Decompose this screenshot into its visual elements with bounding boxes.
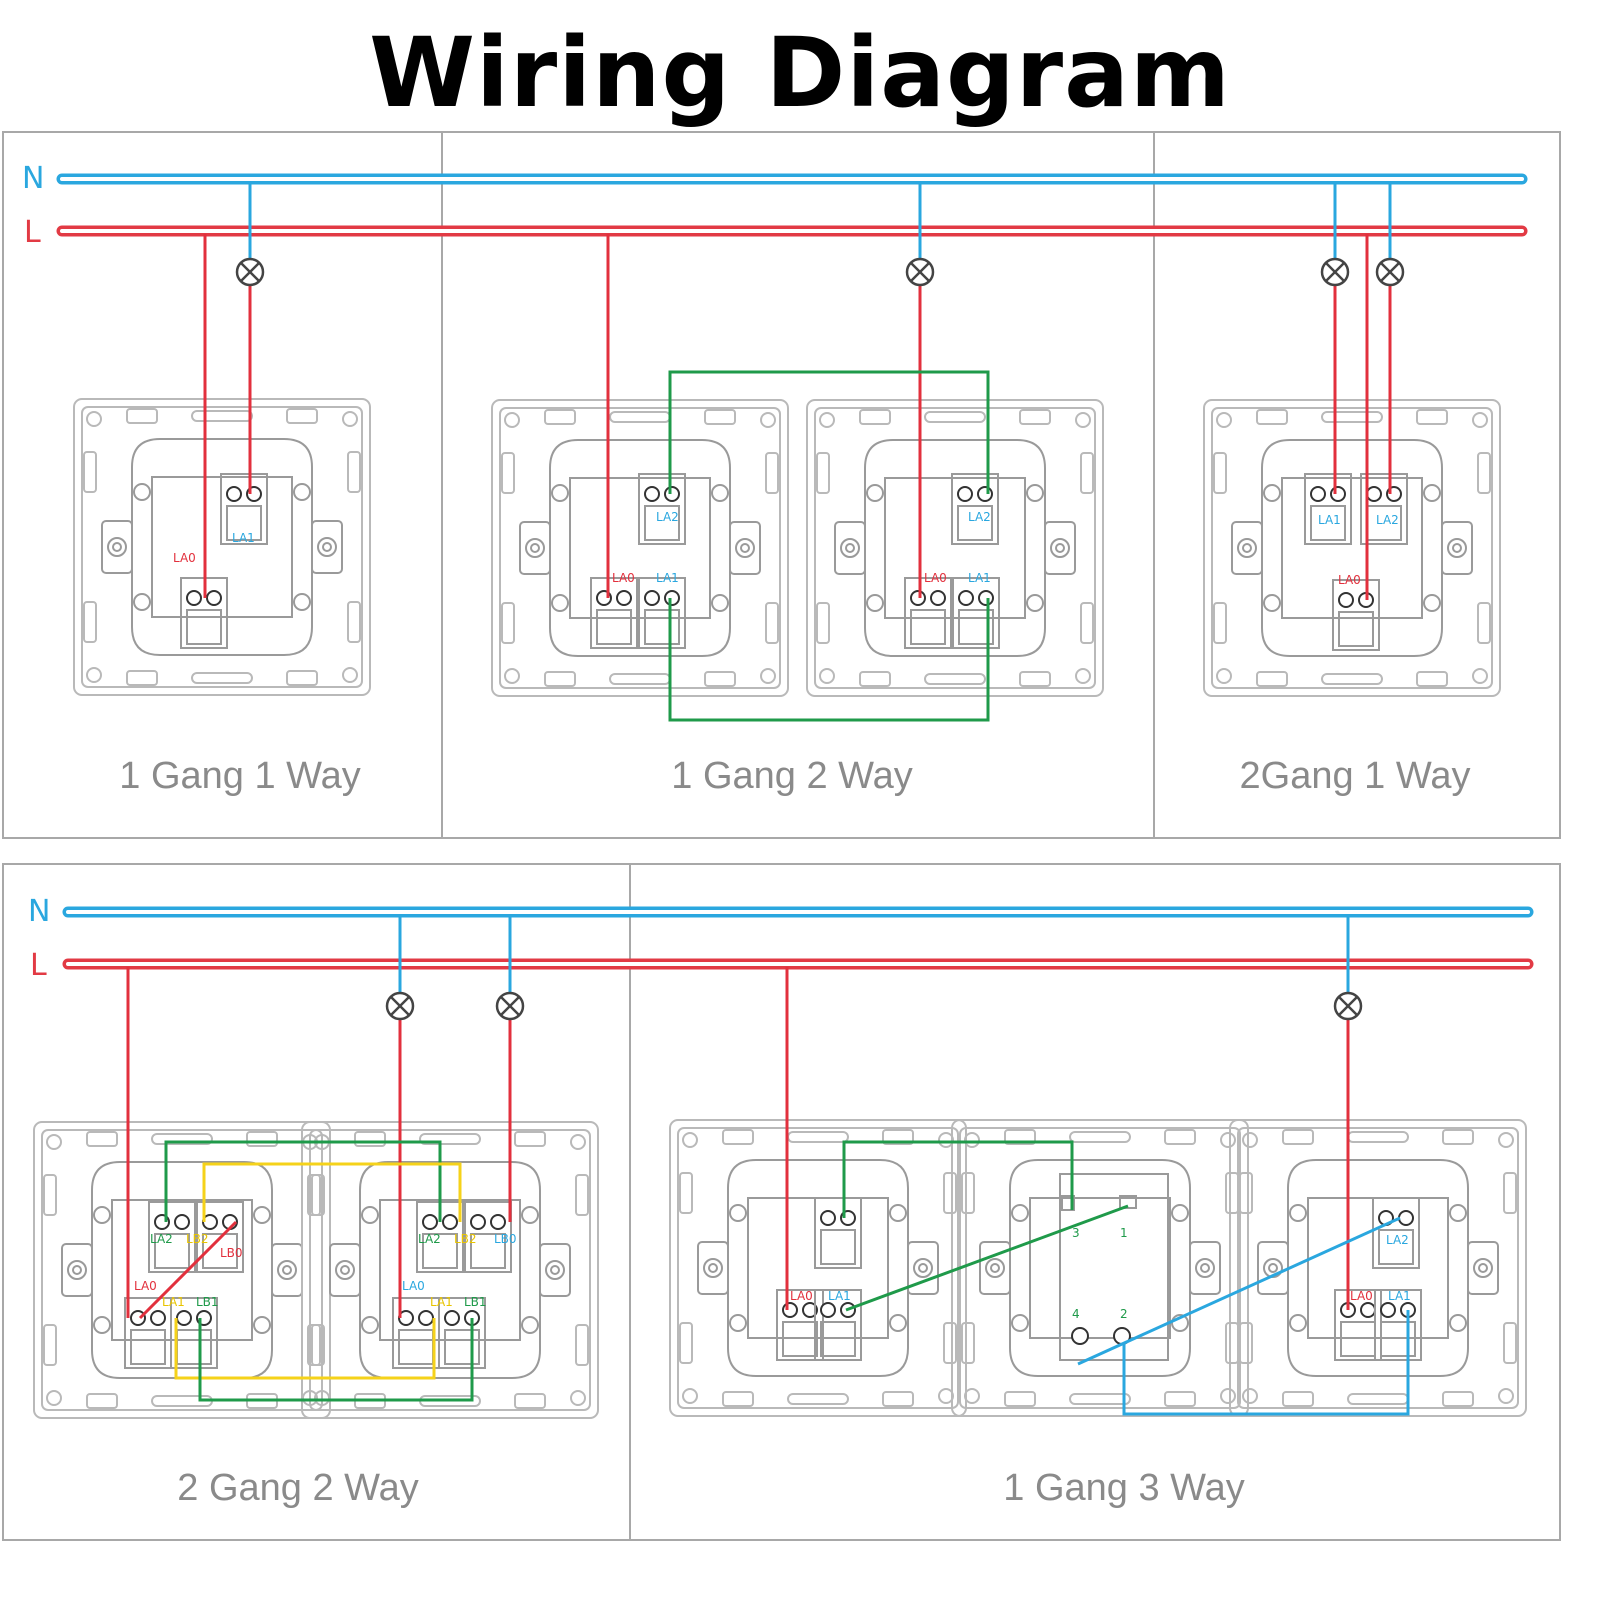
panel-1-gang-2-way: LA2 LA0 LA1 LA2 LA0 LA1 1 Gang 2 Way [491,182,1104,797]
terminal-label: LA0 [924,571,947,585]
terminal-label: LA0 [402,1279,425,1293]
bus-label-n-top: N [22,161,44,196]
terminal-label: LA0 [173,551,196,565]
terminal-label: LA0 [134,1279,157,1293]
terminal-label: LA1 [656,571,679,585]
terminal-label: LA1 [968,571,991,585]
terminal-label: 3 [1072,1226,1080,1240]
terminal-label: LA2 [968,510,991,524]
panel-label: 2Gang 1 Way [1240,755,1471,797]
terminal-label: LA1 [1318,513,1341,527]
terminal-label: LA0 [790,1289,813,1303]
terminal-label: LB1 [196,1295,219,1309]
terminal-label: LB0 [494,1232,517,1246]
bottom-frame [2,863,1561,1541]
terminal-label: LA1 [1388,1289,1411,1303]
terminal-label: LA0 [612,571,635,585]
bus-label-n-bottom: N [28,894,50,929]
panel-label: 1 Gang 1 Way [119,755,361,797]
panel-1-gang-1-way: LA1 LA0 1 Gang 1 Way [73,182,371,797]
panel-label: 2 Gang 2 Way [177,1467,419,1509]
terminal-label: LA2 [150,1232,173,1246]
terminal-label: LB2 [454,1232,477,1246]
bus-label-l-top: L [24,215,41,250]
panel-2-gang-2-way: LA2 LB2 LB0 LA0 LA1 LB1 LA2 LB2 LB0 LA0 … [33,915,599,1509]
terminal-label: LB0 [220,1246,243,1260]
top-frame [2,131,1561,839]
panel-label: 1 Gang 2 Way [671,755,913,797]
panel-1-gang-3-way: 3 1 4 2 LA0 LA1 LA2 LA0 LA1 1 Gang 3 Way [669,915,1527,1509]
terminal-label: LA2 [1376,513,1399,527]
terminal-label: LA0 [1350,1289,1373,1303]
page-title: Wiring Diagram [369,17,1231,129]
terminal-label: LA1 [162,1295,185,1309]
panel-2gang-1-way: LA1 LA2 LA0 2Gang 1 Way [1203,182,1501,797]
terminal-label: LA1 [232,531,255,545]
terminal-label: LA1 [430,1295,453,1309]
panel-label: 1 Gang 3 Way [1003,1467,1245,1509]
terminal-label: 2 [1120,1307,1128,1321]
terminal-label: LB2 [186,1232,209,1246]
terminal-label: LA2 [418,1232,441,1246]
terminal-label: LA2 [1386,1233,1409,1247]
terminal-label: LA0 [1338,573,1361,587]
terminal-label: 4 [1072,1307,1080,1321]
terminal-label: LA1 [828,1289,851,1303]
terminal-label: LA2 [656,510,679,524]
terminal-label: LB1 [464,1295,487,1309]
terminal-label: 1 [1120,1226,1128,1240]
bus-label-l-bottom: L [30,948,47,983]
